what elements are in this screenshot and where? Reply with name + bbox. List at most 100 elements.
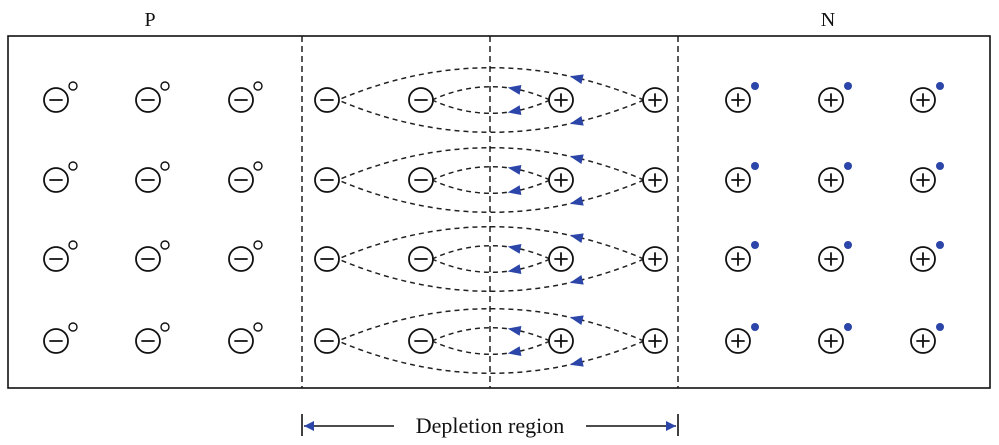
positive-ion [548, 246, 574, 272]
negative-ion [314, 246, 340, 272]
electric-field-lines [337, 66, 645, 375]
positive-ion [725, 82, 759, 113]
positive-ion [818, 323, 852, 354]
positive-ion [642, 87, 668, 113]
positive-ion [910, 162, 944, 193]
negative-ion [228, 240, 263, 272]
n-region-label: N [821, 9, 835, 31]
hollow-dot-icon [253, 322, 263, 332]
filled-dot-icon [844, 241, 852, 249]
negative-ion [314, 167, 340, 193]
negative-ion [228, 161, 263, 193]
filled-dot-icon [751, 82, 759, 90]
field-line [337, 179, 645, 214]
field-line [337, 66, 645, 101]
depletion-region-label: Depletion region [416, 413, 564, 438]
negative-ion [314, 87, 340, 113]
filled-dot-icon [936, 323, 944, 331]
positive-ion [548, 167, 574, 193]
field-line [431, 85, 551, 101]
field-line [337, 99, 645, 134]
positive-ion [642, 167, 668, 193]
hollow-dot-icon [253, 81, 263, 91]
filled-dot-icon [844, 323, 852, 331]
negative-ion [314, 328, 340, 354]
positive-ion [642, 328, 668, 354]
negative-ion [408, 246, 434, 272]
arrowhead-icon [569, 274, 584, 285]
field-line [337, 307, 645, 342]
field-line [431, 244, 551, 260]
arrowhead-icon [569, 115, 584, 126]
hollow-dot-icon [68, 240, 78, 250]
arrowhead-icon [569, 74, 584, 85]
arrowhead-icon [507, 325, 522, 336]
hollow-dot-icon [68, 81, 78, 91]
positive-ion [725, 323, 759, 354]
hollow-dot-icon [68, 322, 78, 332]
arrowhead-icon [569, 356, 584, 367]
positive-ion [818, 162, 852, 193]
filled-dot-icon [751, 162, 759, 170]
negative-ion [43, 81, 78, 113]
filled-dot-icon [936, 82, 944, 90]
field-line [431, 179, 551, 195]
arrowhead-icon [569, 154, 584, 165]
filled-dot-icon [844, 82, 852, 90]
hollow-dot-icon [160, 240, 170, 250]
hollow-dot-icon [160, 322, 170, 332]
field-line [337, 258, 645, 293]
hollow-dot-icon [160, 161, 170, 171]
arrowhead-icon [569, 315, 584, 326]
arrowhead-icon [507, 164, 522, 175]
negative-ion [408, 87, 434, 113]
positive-ion [818, 241, 852, 272]
positive-ion [642, 246, 668, 272]
arrowhead-icon [507, 264, 522, 275]
negative-ion [135, 322, 170, 354]
negative-ion [408, 328, 434, 354]
hollow-dot-icon [160, 81, 170, 91]
negative-ion [228, 81, 263, 113]
negative-ion [43, 240, 78, 272]
filled-dot-icon [751, 241, 759, 249]
p-region-label: P [144, 9, 155, 31]
field-line [431, 258, 551, 274]
arrowhead-icon [507, 105, 522, 116]
positive-ion [910, 241, 944, 272]
positive-ion [818, 82, 852, 113]
arrowhead-icon [507, 346, 522, 357]
hollow-dot-icon [253, 161, 263, 171]
field-line [431, 165, 551, 181]
hollow-dot-icon [68, 161, 78, 171]
filled-dot-icon [936, 241, 944, 249]
field-line [431, 99, 551, 115]
negative-ion [135, 81, 170, 113]
field-line [337, 146, 645, 181]
arrowhead-icon [507, 243, 522, 254]
positive-ion [548, 328, 574, 354]
field-line [337, 225, 645, 260]
field-line [337, 340, 645, 375]
depletion-dimension: Depletion region [301, 413, 679, 438]
ion-lattice [43, 81, 944, 354]
semiconductor-frame [7, 35, 991, 389]
negative-ion [135, 161, 170, 193]
negative-ion [408, 167, 434, 193]
filled-dot-icon [844, 162, 852, 170]
arrowhead-icon [569, 233, 584, 244]
negative-ion [135, 240, 170, 272]
filled-dot-icon [936, 162, 944, 170]
field-line [431, 340, 551, 356]
negative-ion [43, 322, 78, 354]
positive-ion [725, 241, 759, 272]
hollow-dot-icon [253, 240, 263, 250]
arrowhead-icon [569, 195, 584, 206]
arrowhead-icon [507, 185, 522, 196]
positive-ion [725, 162, 759, 193]
positive-ion [548, 87, 574, 113]
negative-ion [228, 322, 263, 354]
filled-dot-icon [751, 323, 759, 331]
field-line [431, 326, 551, 342]
positive-ion [910, 82, 944, 113]
